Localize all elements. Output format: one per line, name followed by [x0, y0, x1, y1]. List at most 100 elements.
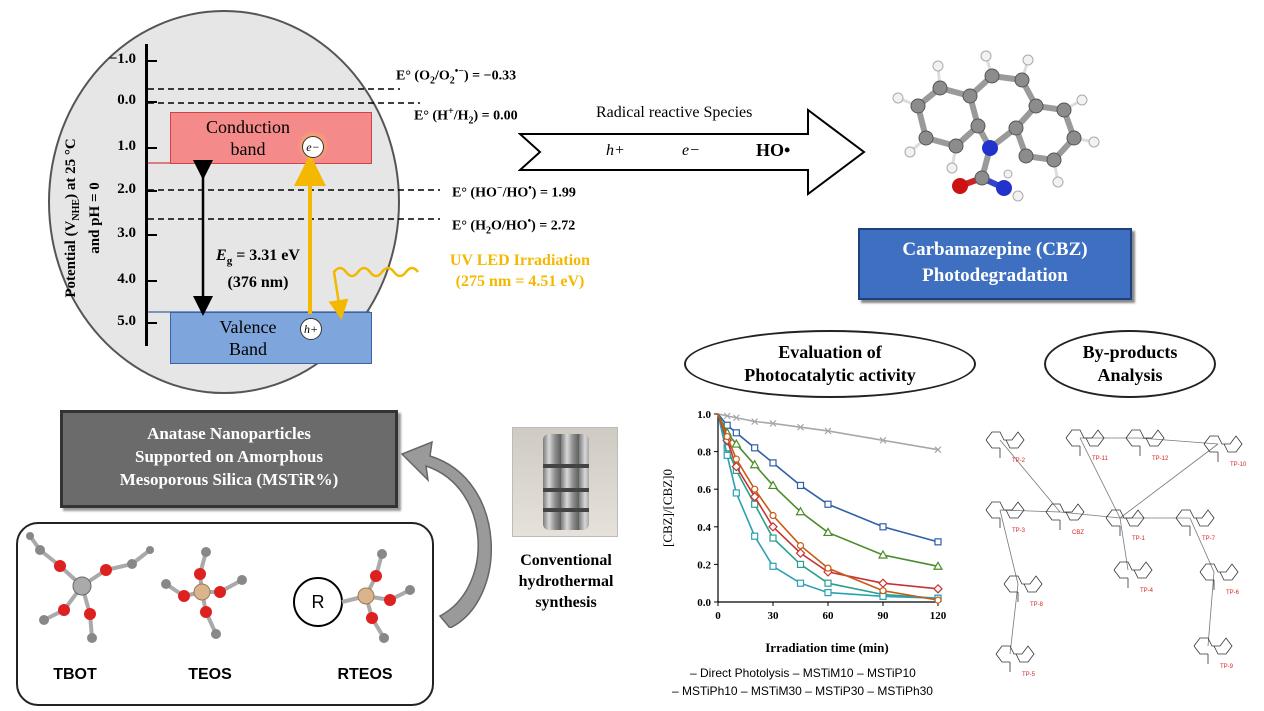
chart-series-line [717, 413, 939, 543]
scheme-structure [1199, 563, 1239, 581]
potential-tick-label: 4.0 [117, 271, 136, 287]
scheme-arrow [1059, 511, 1121, 519]
chart-point [932, 561, 944, 570]
chart-point [732, 489, 740, 497]
scheme-structure [1175, 509, 1215, 527]
species-hydroxyl: HO• [756, 140, 791, 160]
scheme-tp-label: TP-10 [1230, 462, 1247, 468]
chart-y-tick-label: 0.6 [697, 484, 711, 496]
chart-point [824, 589, 832, 597]
potential-tick-mark [145, 190, 157, 192]
chart-point [751, 485, 759, 493]
scheme-arrow [1119, 443, 1219, 519]
potential-tick-label: 5.0 [117, 313, 136, 329]
scheme-tp-label: TP-8 [1030, 602, 1044, 608]
precursors-box [16, 522, 434, 706]
potential-tick-mark [145, 322, 157, 324]
chart-point [879, 436, 887, 444]
chart-point [723, 432, 731, 441]
byproducts-oval: By-products Analysis [1044, 330, 1216, 398]
chart-point [769, 511, 777, 520]
scheme-structure [1003, 575, 1043, 593]
chart-point [797, 423, 804, 431]
scheme-arrow [1009, 583, 1019, 655]
potential-tick-label: 1.0 [117, 138, 136, 154]
potential-tick-mark [145, 60, 157, 62]
scheme-tp-label: TP-4 [1140, 588, 1154, 594]
electron-icon: e− [302, 136, 324, 158]
scheme-structure [1125, 429, 1165, 447]
chart-point [824, 579, 832, 587]
chart-x-tick-label: 90 [878, 610, 890, 622]
chart-point [796, 542, 805, 550]
chart-legend-line1: – Direct Photolysis – MSTiM10 – MSTiP10 [690, 666, 916, 680]
chart-point [824, 500, 832, 508]
chart-point [877, 549, 889, 559]
chart-point [933, 583, 943, 594]
potential-tick-label: 0.0 [117, 92, 136, 108]
potential-ho-minus: E° (HO−/HO•) = 1.99 [452, 183, 576, 201]
potential-axis-line [145, 44, 148, 346]
scheme-tp-label: TP-2 [1012, 458, 1026, 464]
chart-point [731, 461, 742, 472]
hole-icon: h+ [300, 318, 322, 340]
potential-tick-label: −1.0 [108, 51, 136, 67]
chart-point [751, 444, 759, 452]
chart-y-tick-label: 0.0 [697, 597, 711, 609]
scheme-tp-label: TP-12 [1152, 456, 1169, 462]
chart-point [749, 491, 760, 502]
scheme-arrow [1079, 437, 1121, 519]
synthesis-cycle-arrow [400, 440, 493, 628]
chart-point [723, 412, 731, 420]
scheme-structure [1045, 503, 1085, 521]
chart-point [767, 480, 779, 490]
chart-point [796, 481, 805, 490]
scheme-tp-label: TP-6 [1226, 590, 1240, 596]
chart-point [769, 534, 777, 542]
chart-point [934, 596, 942, 604]
potential-h2o: E° (H2O/HO•) = 2.72 [452, 216, 576, 237]
scheme-tp-label: TP-7 [1202, 536, 1216, 542]
scheme-arrow [1189, 517, 1215, 573]
scheme-structure [1105, 509, 1145, 527]
uv-irradiation-label: UV LED Irradiation(275 nm = 4.51 eV) [449, 252, 591, 290]
scheme-structure [995, 645, 1035, 663]
precursor-teos: TEOS [188, 666, 232, 683]
chart-x-tick-label: 30 [768, 610, 780, 622]
scheme-structure [1065, 429, 1105, 447]
chart-x-tick-label: 0 [715, 610, 721, 622]
evaluation-oval: Evaluation of Photocatalytic activity [684, 330, 976, 398]
potential-o2: E° (O2/O2•−) = −0.33 [396, 66, 517, 87]
precursor-molecules [26, 532, 415, 643]
potential-tick-label: 2.0 [117, 181, 136, 197]
chart-y-tick-label: 0.4 [697, 522, 711, 534]
potential-tick-mark [145, 280, 157, 282]
precursor-tbot: TBOT [53, 666, 97, 683]
chart-x-label: Irradiation time (min) [765, 640, 889, 655]
radical-species-title: Radical reactive Species [596, 104, 753, 121]
scheme-arrow [999, 509, 1019, 585]
scheme-structure [1113, 561, 1153, 579]
chart-legend-line2: – MSTiPh10 – MSTiM30 – MSTiP30 – MSTiPh3… [672, 684, 933, 698]
chart-point [732, 455, 740, 463]
scheme-arrow [999, 439, 1061, 513]
chart-point [879, 523, 887, 531]
potential-h2: E° (H+/H2) = 0.00 [414, 106, 518, 127]
potential-tick-mark [145, 234, 157, 236]
scheme-arrow [1207, 571, 1215, 647]
potential-tick-label: 3.0 [117, 225, 136, 241]
precursor-r-label: R [311, 592, 325, 612]
scheme-tp-label: TP-11 [1092, 456, 1109, 462]
anatase-nanoparticles-box: Anatase Nanoparticles Supported on Amorp… [60, 410, 398, 508]
chart-point [795, 548, 806, 558]
band-gap-label: Eg = 3.31 eV (376 nm) [216, 247, 300, 292]
chart-point [769, 562, 777, 570]
chart-y-tick-label: 1.0 [697, 409, 711, 421]
chart-point [749, 459, 760, 469]
scheme-structure [1193, 637, 1233, 655]
scheme-tp-label: TP-1 [1132, 536, 1146, 542]
chart-point [824, 564, 832, 572]
valence-band-box [170, 312, 372, 364]
chart-point [769, 419, 777, 427]
